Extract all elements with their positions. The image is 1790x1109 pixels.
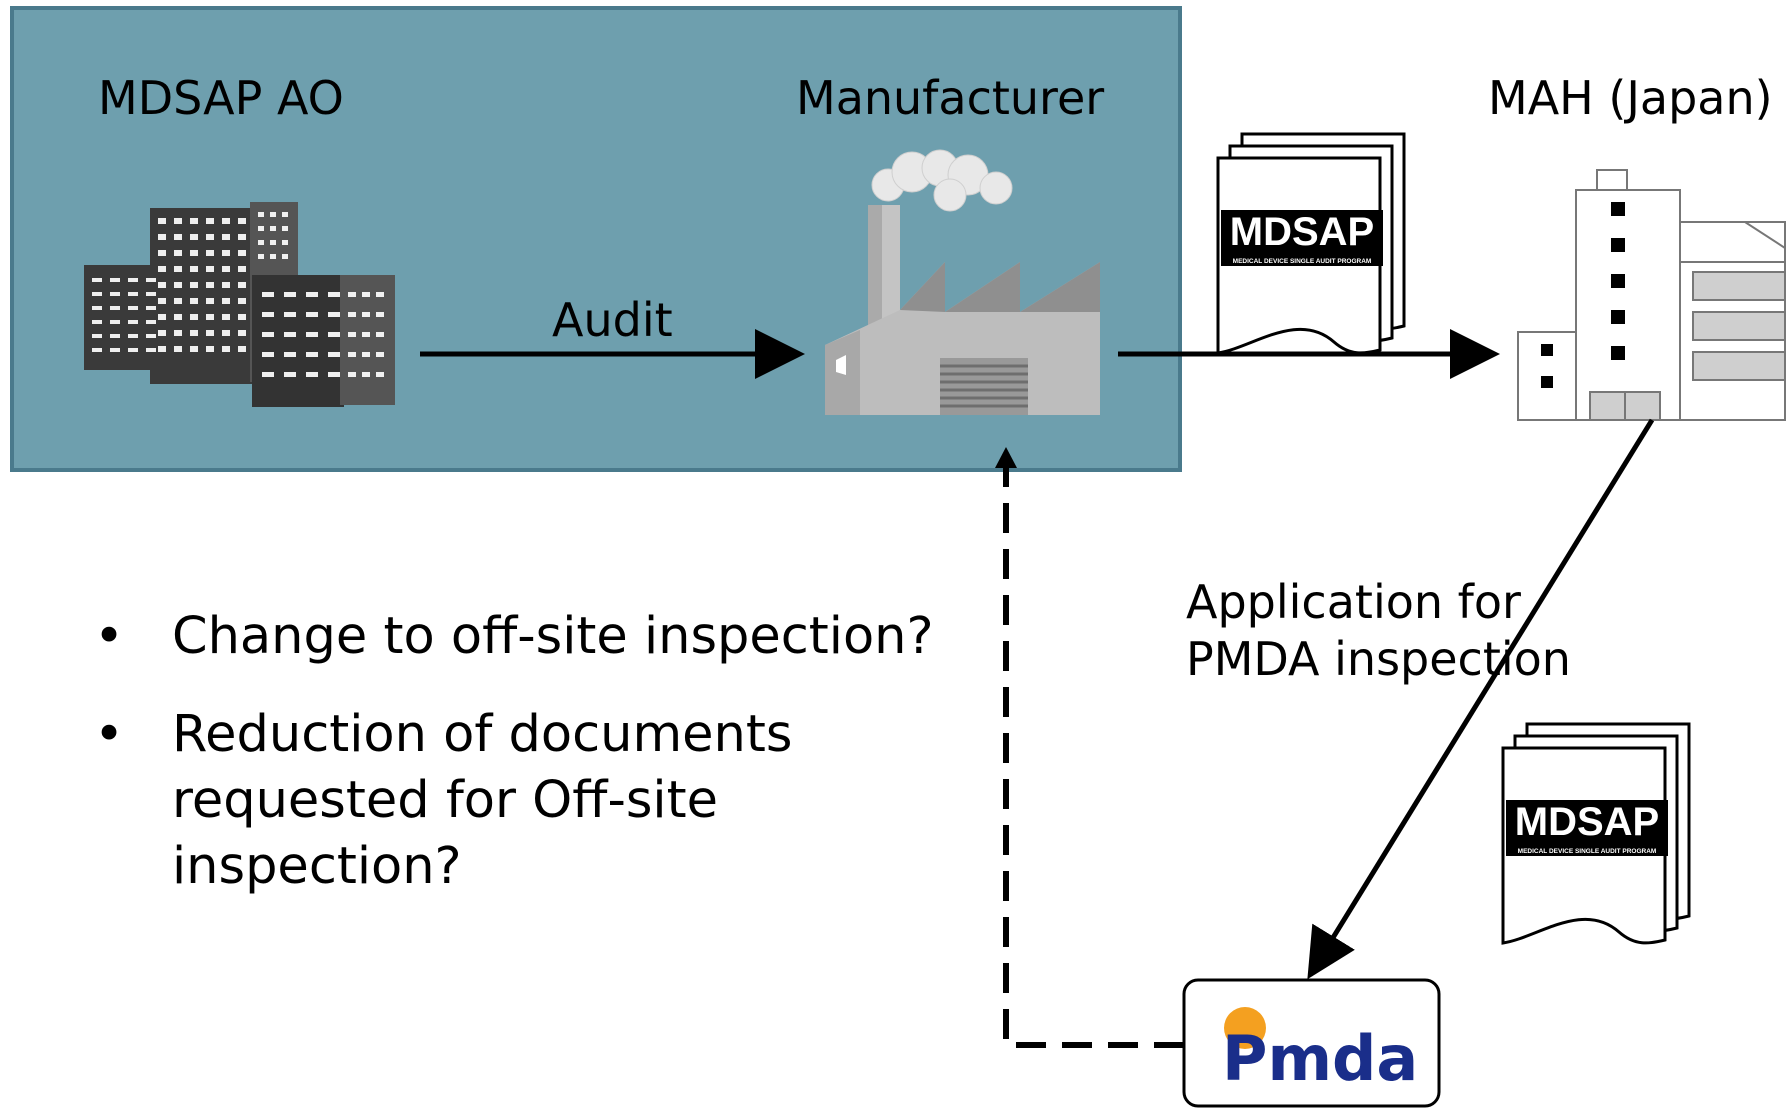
factory-icon	[825, 149, 1100, 415]
list-item-text: Change to off-site inspection?	[172, 607, 934, 666]
list-item: • Change to off-site inspection?	[94, 604, 954, 670]
pmda-node: Pmda	[1182, 978, 1441, 1108]
list-item-text: Reduction of documents requested for Off…	[172, 705, 793, 896]
manufacturer-label: Manufacturer	[796, 71, 1105, 125]
ao-building-icon	[84, 202, 395, 407]
question-list: • Change to off-site inspection? • Reduc…	[94, 604, 954, 932]
mah-to-pmda-arrow	[1307, 418, 1655, 980]
pmda-to-manufacturer-dashed-arrow	[1003, 455, 1184, 1048]
application-label: Application for PMDA inspection	[1186, 574, 1571, 688]
pmda-logo-dot-icon	[1224, 1007, 1266, 1049]
mdsap-ao-label: MDSAP AO	[98, 71, 344, 125]
mdsap-doc-logo-text: MDSAP	[1230, 210, 1374, 254]
audit-label: Audit	[552, 293, 673, 347]
bullet-icon: •	[94, 705, 125, 764]
mah-building-icon	[1517, 169, 1786, 421]
mah-label: MAH (Japan)	[1488, 71, 1773, 125]
mdsap-doc-logo-subtext: MEDICAL DEVICE SINGLE AUDIT PROGRAM	[1518, 848, 1657, 855]
mdsap-document-stack-icon: MDSAP MEDICAL DEVICE SINGLE AUDIT PROGRA…	[1501, 722, 1691, 945]
application-label-line1: Application for	[1186, 575, 1521, 629]
dashed-arrowhead	[995, 447, 1017, 468]
pmda-logo-text: Pmda	[1222, 1022, 1418, 1095]
application-label-line2: PMDA inspection	[1186, 632, 1571, 686]
mdsap-document-stack-icon: MDSAP MEDICAL DEVICE SINGLE AUDIT PROGRA…	[1216, 132, 1406, 355]
list-item: • Reduction of documents requested for O…	[94, 702, 892, 900]
bullet-icon: •	[94, 607, 125, 666]
mdsap-doc-logo-text: MDSAP	[1515, 800, 1659, 844]
mdsap-doc-logo-subtext: MEDICAL DEVICE SINGLE AUDIT PROGRAM	[1233, 258, 1372, 265]
